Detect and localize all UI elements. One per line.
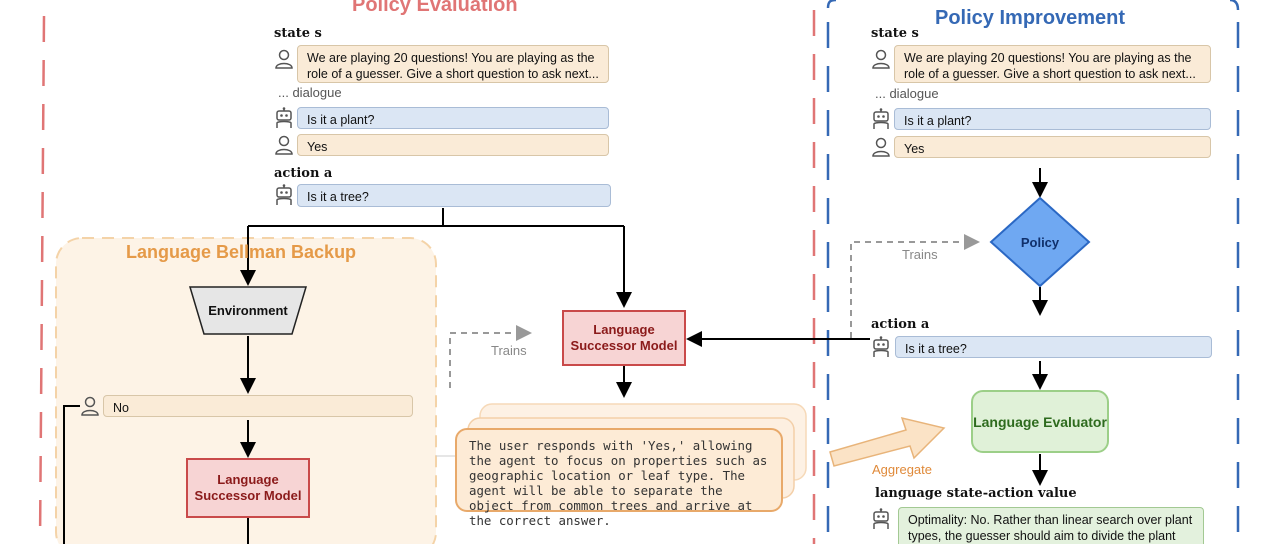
state-label-right: state s [871,26,919,41]
aggregate-arrow [829,416,946,467]
environment-shape [188,286,308,335]
question-bubble-right: Is it a plant? [894,108,1211,130]
trains-label-right: Trains [902,247,938,262]
question-bubble: Is it a plant? [297,107,609,129]
successor-model-box: Language Successor Model [562,310,686,366]
value-label: language state-action value [875,486,1077,501]
robot-icon [276,184,292,205]
robot-icon [873,508,889,529]
language-evaluator-box: Language Evaluator [971,390,1109,453]
user-icon [275,49,293,69]
user-icon [872,137,890,157]
policy-diamond [989,196,1091,288]
reply-bubble: No [103,395,413,417]
answer-bubble: Yes [297,134,609,156]
robot-icon [873,336,889,357]
state-bubble: We are playing 20 questions! You are pla… [297,45,609,83]
action-bubble: Is it a tree? [297,184,611,207]
answer-bubble-right: Yes [894,136,1211,158]
dialogue-label: ... dialogue [278,85,342,100]
policy-evaluation-border [38,10,816,544]
dialogue-label-right: ... dialogue [875,86,939,101]
value-bubble: Optimality: No. Rather than linear searc… [898,507,1204,544]
robot-icon [276,107,292,128]
bellman-title: Language Bellman Backup [126,242,357,262]
response-box: The user responds with 'Yes,' allowing t… [455,428,783,528]
policy-label: Policy [1020,234,1060,250]
state-label: state s [274,26,322,41]
user-icon [872,49,890,69]
action-label: action a [274,166,333,181]
action-bubble-right: Is it a tree? [895,336,1212,358]
environment-label: Environment [208,303,288,318]
user-icon [275,135,293,155]
bellman-successor-model: Language Successor Model [186,458,310,518]
aggregate-label: Aggregate [872,462,932,477]
policy-improvement-title: Policy Improvement [935,7,1126,29]
policy-improvement-border [826,0,1240,544]
user-icon [81,396,99,416]
state-bubble-right: We are playing 20 questions! You are pla… [894,45,1211,83]
robot-icon [873,108,889,129]
trains-label-left: Trains [491,343,527,358]
action-label-right: action a [871,317,930,332]
policy-evaluation-title: Policy Evaluation [352,0,518,16]
